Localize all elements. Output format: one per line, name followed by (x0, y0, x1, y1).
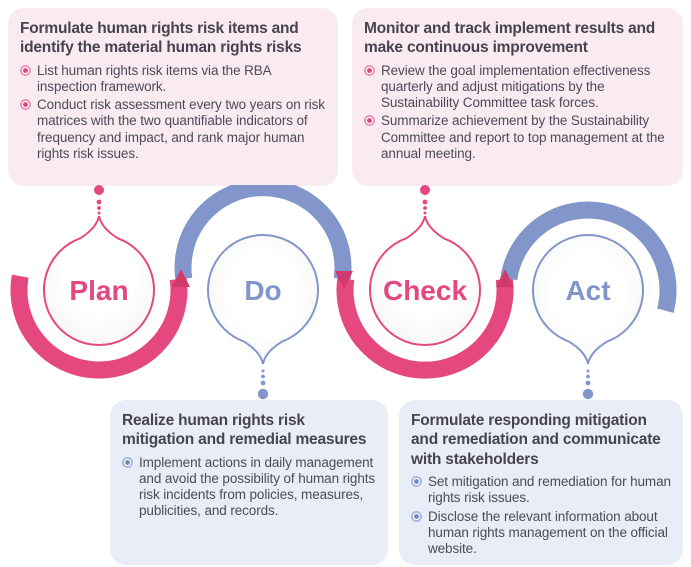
panel-check: Monitor and track implement results and … (352, 8, 683, 186)
check-bubble (369, 215, 481, 346)
connector-dot (585, 380, 591, 386)
list-item: Implement actions in daily management an… (122, 455, 376, 520)
bullet-text: Summarize achievement by the Sustainabil… (381, 113, 665, 161)
act-arc (500, 201, 677, 313)
connector-dot (96, 199, 102, 205)
panel-act: Formulate responding mitigation and reme… (399, 400, 683, 565)
check-connector-dots (420, 185, 430, 215)
plan-arc (10, 274, 188, 379)
connector-dot (420, 185, 430, 195)
panel-do-bullets: Implement actions in daily management an… (122, 455, 376, 520)
panel-do: Realize human rights risk mitigation and… (110, 400, 388, 565)
check-arc (336, 277, 514, 379)
act-bubble (532, 234, 644, 365)
panel-do-title: Realize human rights risk mitigation and… (122, 412, 367, 449)
connector-dot (582, 388, 594, 400)
flow-arrow-up-icon (496, 269, 514, 287)
bullet-text: Implement actions in daily management an… (139, 454, 376, 519)
panel-plan: Formulate human rights risk items and id… (8, 8, 338, 186)
plan-connector-dots (94, 185, 104, 215)
plan-label: Plan (69, 275, 128, 306)
connector-dot (423, 206, 427, 210)
target-bullet-icon (122, 456, 133, 468)
list-item: Set mitigation and remediation for human… (411, 474, 671, 506)
connector-dot (586, 374, 590, 379)
connector-dot (261, 374, 265, 379)
bullet-text: Conduct risk assessment every two years … (37, 97, 325, 161)
target-bullet-icon (20, 99, 31, 111)
act-connector-dots (582, 369, 594, 400)
connector-dot (260, 380, 266, 386)
connector-dot (94, 185, 104, 195)
do-arc (174, 185, 352, 281)
connector-dot (257, 388, 269, 400)
do-connector-dots (257, 369, 269, 400)
target-bullet-icon (411, 510, 422, 522)
connector-dot (423, 211, 427, 215)
list-item: Conduct risk assessment every two years … (20, 97, 326, 162)
connector-dot (97, 211, 101, 215)
bullet-text: Disclose the relevant information about … (428, 508, 668, 556)
target-bullet-icon (364, 115, 375, 127)
panel-act-title: Formulate responding mitigation and reme… (411, 412, 661, 468)
connector-dot (261, 369, 265, 373)
connector-dot (586, 369, 590, 373)
target-bullet-icon (364, 64, 375, 76)
target-bullet-icon (411, 476, 422, 488)
list-item: Summarize achievement by the Sustainabil… (364, 113, 671, 162)
panel-plan-title: Formulate human rights risk items and id… (20, 20, 302, 57)
plan-bubble (43, 215, 155, 346)
connector-dot (422, 199, 428, 205)
do-label: Do (244, 275, 281, 306)
flow-arrow-up-icon (172, 269, 190, 287)
list-item: Review the goal implementation effective… (364, 63, 671, 112)
do-bubble (207, 234, 319, 365)
target-bullet-icon (20, 64, 31, 76)
panel-check-bullets: Review the goal implementation effective… (364, 63, 671, 162)
panel-plan-bullets: List human rights risk items via the RBA… (20, 63, 326, 162)
list-item: Disclose the relevant information about … (411, 509, 671, 558)
panel-check-title: Monitor and track implement results and … (364, 20, 656, 57)
bullet-text: List human rights risk items via the RBA… (37, 62, 271, 94)
list-item: List human rights risk items via the RBA… (20, 63, 326, 95)
flow-arrow-down-icon (335, 271, 353, 289)
pdca-cycle-graphic: Plan Do Check Act (10, 185, 677, 400)
check-label: Check (383, 275, 467, 306)
bullet-text: Set mitigation and remediation for human… (428, 474, 671, 506)
connector-dot (97, 206, 101, 210)
panel-act-bullets: Set mitigation and remediation for human… (411, 474, 671, 557)
act-label: Act (565, 275, 610, 306)
bullet-text: Review the goal implementation effective… (381, 62, 651, 111)
